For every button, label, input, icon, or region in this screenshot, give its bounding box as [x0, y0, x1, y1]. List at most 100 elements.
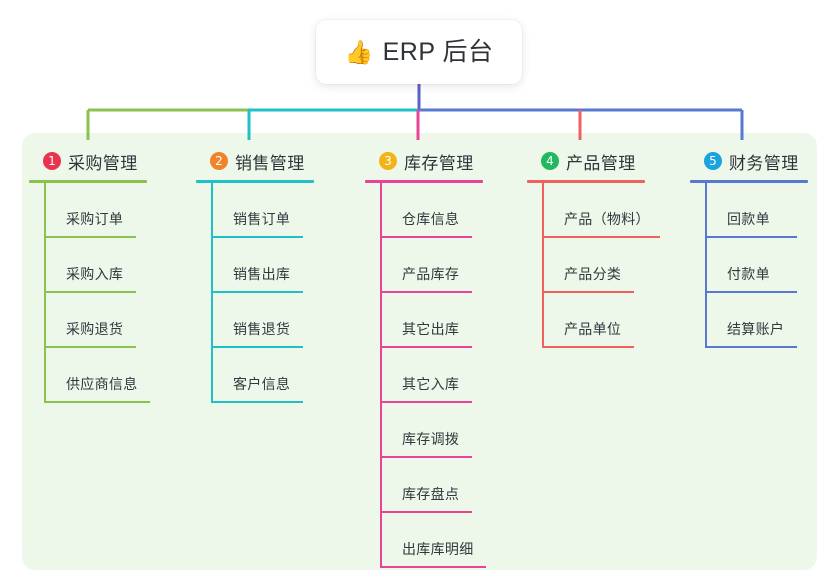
leaf-rule — [380, 566, 486, 568]
list-item[interactable]: 付款单 — [705, 238, 839, 293]
leaf-label: 销售订单 — [233, 211, 291, 227]
leaf-rule — [380, 401, 472, 403]
leaf-rule — [380, 346, 472, 348]
branch-title-1: 采购管理 — [68, 153, 138, 173]
branch-title-2: 销售管理 — [235, 153, 305, 173]
branch-rule-3 — [365, 180, 483, 183]
branch-column-5[interactable]: 5 财务管理 回款单 付款单 结算账户 — [690, 148, 839, 348]
diagram-background-panel — [22, 133, 817, 570]
root-node-label: 👍 ERP 后台 — [344, 37, 494, 66]
branch-title-5: 财务管理 — [729, 153, 799, 173]
leaf-label: 回款单 — [727, 211, 770, 227]
list-item[interactable]: 其它入库 — [380, 348, 525, 403]
leaf-rule — [380, 456, 472, 458]
branch-header-4[interactable]: 4 产品管理 — [541, 148, 697, 174]
list-item[interactable]: 客户信息 — [211, 348, 346, 403]
branch-rule-5 — [690, 180, 808, 183]
list-item[interactable]: 仓库信息 — [380, 183, 525, 238]
list-item[interactable]: 采购退货 — [44, 293, 179, 348]
leaf-rule — [542, 291, 634, 293]
leaf-label: 其它出库 — [402, 321, 460, 337]
list-item[interactable]: 产品库存 — [380, 238, 525, 293]
leaf-label: 采购退货 — [66, 321, 124, 337]
branch-spine-3 — [380, 183, 382, 568]
leaf-label: 产品单位 — [564, 321, 622, 337]
leaf-label: 产品（物料） — [564, 211, 650, 227]
leaf-label: 库存盘点 — [402, 486, 460, 502]
list-item[interactable]: 库存调拨 — [380, 403, 525, 458]
leaf-rule — [211, 291, 303, 293]
branch-rule-2 — [196, 180, 314, 183]
branch-header-3[interactable]: 3 库存管理 — [379, 148, 525, 174]
list-item[interactable]: 库存盘点 — [380, 458, 525, 513]
leaf-rule — [211, 236, 303, 238]
leaf-rule — [542, 346, 634, 348]
leaf-label: 出库库明细 — [402, 541, 474, 557]
leaf-label: 库存调拨 — [402, 431, 460, 447]
list-item[interactable]: 供应商信息 — [44, 348, 179, 403]
list-item[interactable]: 产品（物料） — [542, 183, 697, 238]
branch-title-3: 库存管理 — [404, 153, 474, 173]
branch-column-2[interactable]: 2 销售管理 销售订单 销售出库 销售退货 客户信息 — [196, 148, 346, 403]
branch-items-4: 产品（物料） 产品分类 产品单位 — [527, 183, 697, 348]
branch-badge-3: 3 — [379, 152, 397, 170]
list-item[interactable]: 出库库明细 — [380, 513, 525, 568]
branch-rule-1 — [29, 180, 147, 183]
leaf-label: 产品分类 — [564, 266, 622, 282]
branch-items-5: 回款单 付款单 结算账户 — [690, 183, 839, 348]
leaf-label: 仓库信息 — [402, 211, 460, 227]
leaf-rule — [542, 236, 660, 238]
list-item[interactable]: 采购入库 — [44, 238, 179, 293]
leaf-label: 客户信息 — [233, 376, 291, 392]
branch-badge-2: 2 — [210, 152, 228, 170]
leaf-rule — [705, 291, 797, 293]
leaf-rule — [211, 401, 303, 403]
root-node-title: ERP 后台 — [382, 37, 494, 66]
list-item[interactable]: 销售出库 — [211, 238, 346, 293]
leaf-label: 采购入库 — [66, 266, 124, 282]
leaf-label: 供应商信息 — [66, 376, 138, 392]
leaf-rule — [380, 511, 472, 513]
leaf-label: 采购订单 — [66, 211, 124, 227]
branch-header-2[interactable]: 2 销售管理 — [210, 148, 346, 174]
leaf-label: 其它入库 — [402, 376, 460, 392]
root-node-card[interactable]: 👍 ERP 后台 — [316, 20, 522, 84]
leaf-label: 付款单 — [727, 266, 770, 282]
list-item[interactable]: 产品单位 — [542, 293, 697, 348]
leaf-rule — [705, 236, 797, 238]
branch-items-2: 销售订单 销售出库 销售退货 客户信息 — [196, 183, 346, 403]
list-item[interactable]: 销售退货 — [211, 293, 346, 348]
leaf-rule — [44, 401, 150, 403]
leaf-label: 产品库存 — [402, 266, 460, 282]
branch-spine-5 — [705, 183, 707, 348]
branch-rule-4 — [527, 180, 645, 183]
branch-column-3[interactable]: 3 库存管理 仓库信息 产品库存 其它出库 其它入库 库存调拨 — [365, 148, 525, 568]
branch-column-1[interactable]: 1 采购管理 采购订单 采购入库 采购退货 供应商信息 — [29, 148, 179, 403]
leaf-rule — [44, 236, 136, 238]
list-item[interactable]: 销售订单 — [211, 183, 346, 238]
list-item[interactable]: 结算账户 — [705, 293, 839, 348]
list-item[interactable]: 回款单 — [705, 183, 839, 238]
branch-title-4: 产品管理 — [566, 153, 636, 173]
branch-items-1: 采购订单 采购入库 采购退货 供应商信息 — [29, 183, 179, 403]
list-item[interactable]: 产品分类 — [542, 238, 697, 293]
branch-badge-4: 4 — [541, 152, 559, 170]
leaf-rule — [380, 291, 472, 293]
leaf-rule — [44, 346, 136, 348]
thumbs-up-icon: 👍 — [344, 38, 374, 65]
branch-items-3: 仓库信息 产品库存 其它出库 其它入库 库存调拨 库存盘点 — [365, 183, 525, 568]
list-item[interactable]: 其它出库 — [380, 293, 525, 348]
branch-column-4[interactable]: 4 产品管理 产品（物料） 产品分类 产品单位 — [527, 148, 697, 348]
branch-header-1[interactable]: 1 采购管理 — [43, 148, 179, 174]
leaf-label: 销售退货 — [233, 321, 291, 337]
branch-spine-1 — [44, 183, 46, 403]
leaf-rule — [211, 346, 303, 348]
branch-spine-2 — [211, 183, 213, 403]
leaf-rule — [44, 291, 136, 293]
branch-header-5[interactable]: 5 财务管理 — [704, 148, 839, 174]
branch-spine-4 — [542, 183, 544, 348]
branch-badge-5: 5 — [704, 152, 722, 170]
list-item[interactable]: 采购订单 — [44, 183, 179, 238]
leaf-label: 销售出库 — [233, 266, 291, 282]
